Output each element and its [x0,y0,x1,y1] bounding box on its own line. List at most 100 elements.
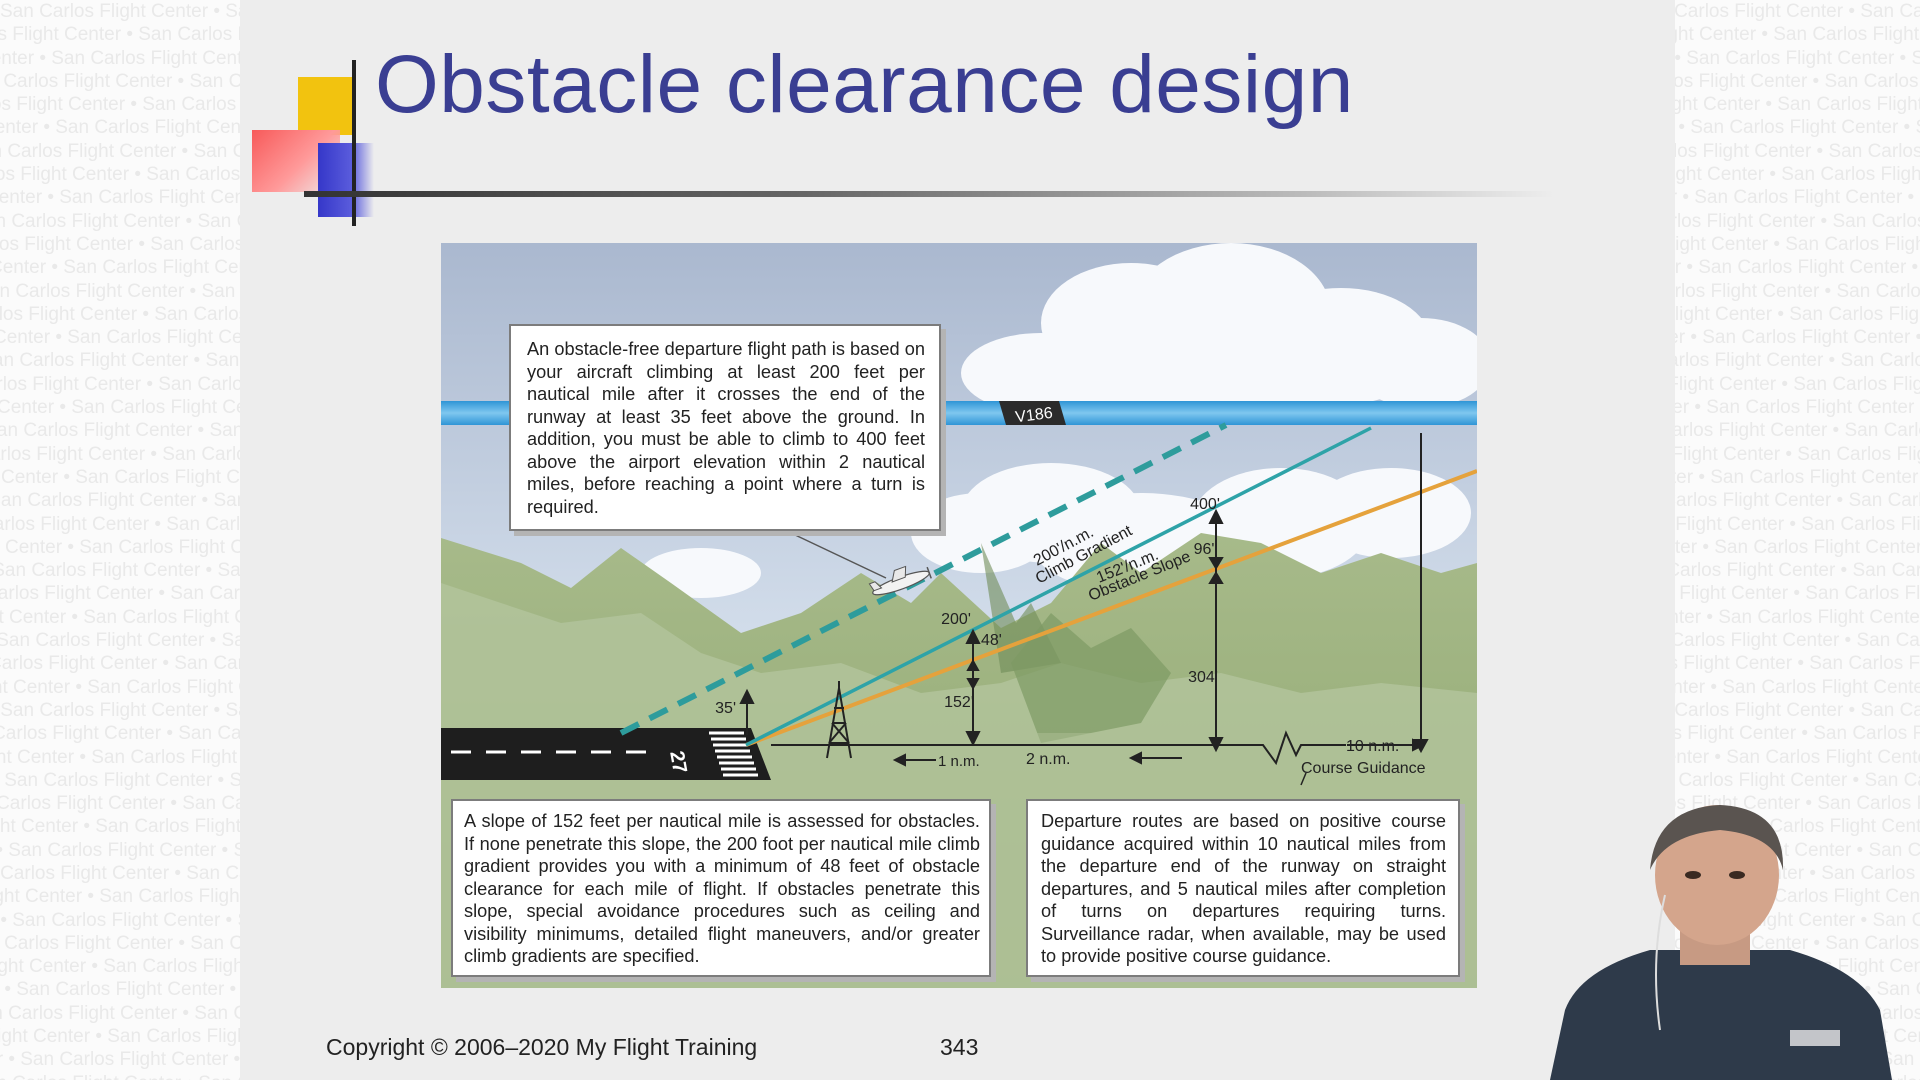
shirt-logo [1790,1030,1840,1046]
watermark-line: San Carlos Flight Center • San Carlos Fl… [1675,233,1920,255]
climb-gradient-line [745,426,1372,747]
title-underline [304,191,1554,197]
watermark-line: San Carlos Flight Center • San Carlos Fl… [0,536,240,558]
watermark-line: San Carlos Flight Center • San Carlos Fl… [0,164,240,186]
watermark-line: San Carlos Flight Center • San Carlos Fl… [0,653,240,675]
label-48ft: 48' [981,632,1002,649]
watermark-line: San Carlos Flight Center • San Carlos Fl… [0,1002,240,1024]
watermark-line: San Carlos Flight Center • San Carlos Fl… [0,490,240,512]
watermark-line: San Carlos Flight Center • San Carlos Fl… [0,886,240,908]
callout-leader [790,532,887,579]
watermark-line: San Carlos Flight Center • San Carlos Fl… [0,70,240,92]
presenter-eye-right [1729,871,1745,879]
watermark-line: San Carlos Flight Center • San Carlos Fl… [0,793,240,815]
watermark-line: San Carlos Flight Center • San Carlos Fl… [1675,420,1920,442]
watermark-line: San Carlos Flight Center • San Carlos Fl… [1675,164,1920,186]
watermark-line: San Carlos Flight Center • San Carlos Fl… [0,280,240,302]
watermark-line: San Carlos Flight Center • San Carlos Fl… [0,373,240,395]
watermark-line: San Carlos Flight Center • San Carlos Fl… [0,350,240,372]
watermark-line: San Carlos Flight Center • San Carlos Fl… [0,187,240,209]
watermark-line: San Carlos Flight Center • San Carlos Fl… [1675,606,1920,628]
slide: Obstacle clearance design [240,0,1675,1080]
runway-threshold [709,731,758,777]
watermark-line: San Carlos Flight Center • San Carlos Fl… [0,699,240,721]
watermark-line: San Carlos Flight Center • San Carlos Fl… [0,466,240,488]
callout-obstacle-free-path: An obstacle-free departure flight path i… [509,324,941,531]
departure-obstacle-figure: V186 [441,243,1477,988]
airway-label: V186 [1014,405,1053,426]
label-2nm: 2 n.m. [1026,751,1070,768]
watermark-line: San Carlos Flight Center • San Carlos Fl… [0,909,240,931]
decor-vertical-line [352,60,356,226]
watermark-line: San Carlos Flight Center • San Carlos Fl… [0,443,240,465]
watermark-line: San Carlos Flight Center • San Carlos Fl… [0,606,240,628]
watermark-line: San Carlos Flight Center • San Carlos Fl… [0,513,240,535]
label-152ft: 152' [944,694,974,711]
watermark-line: San Carlos Flight Center • San Carlos Fl… [1675,513,1920,535]
footer-copyright: Copyright © 2006–2020 My Flight Training [326,1034,758,1060]
watermark-line: San Carlos Flight Center • San Carlos Fl… [0,816,240,838]
watermark-line: San Carlos Flight Center • San Carlos Fl… [0,560,240,582]
watermark-line: San Carlos Flight Center • San Carlos Fl… [1675,70,1920,92]
watermark-line: San Carlos Flight Center • San Carlos Fl… [0,397,240,419]
watermark-line: San Carlos Flight Center • San Carlos Fl… [0,47,240,69]
watermark-line: San Carlos Flight Center • San Carlos Fl… [0,676,240,698]
watermark-line: San Carlos Flight Center • San Carlos Fl… [1675,327,1920,349]
watermark-line: San Carlos Flight Center • San Carlos Fl… [0,140,240,162]
watermark-line: San Carlos Flight Center • San Carlos Fl… [0,1072,240,1080]
watermark-line: San Carlos Flight Center • San Carlos Fl… [1675,560,1920,582]
watermark-line: San Carlos Flight Center • San Carlos Fl… [1675,653,1920,675]
watermark-line: San Carlos Flight Center • San Carlos Fl… [1675,1,1920,22]
label-200ft: 200' [941,611,971,628]
obstacle-tower-icon [826,681,852,759]
watermark-line: San Carlos Flight Center • San Carlos Fl… [1675,699,1920,721]
obstacle-slope-line [745,469,1477,747]
airway-tag [999,401,1066,425]
watermark-line: San Carlos Flight Center • San Carlos Fl… [1675,466,1920,488]
runway [441,728,771,780]
label-course-guidance: Course Guidance [1301,760,1426,777]
watermark-line: San Carlos Flight Center • San Carlos Fl… [0,932,240,954]
watermark-line: San Carlos Flight Center • San Carlos Fl… [0,1026,240,1048]
footer-page-number: 343 [940,1034,979,1060]
watermark-line: San Carlos Flight Center • San Carlos Fl… [0,769,240,791]
label-400ft: 400' [1190,496,1220,513]
decor-blue-square [318,143,374,217]
watermark-line: San Carlos Flight Center • San Carlos Fl… [1675,397,1920,419]
watermark-line: San Carlos Flight Center • San Carlos Fl… [1675,94,1920,116]
watermark-line: San Carlos Flight Center • San Carlos Fl… [0,746,240,768]
watermark-line: San Carlos Flight Center • San Carlos Fl… [1675,769,1920,791]
watermark-line: San Carlos Flight Center • San Carlos Fl… [1675,187,1920,209]
decor-yellow-square [298,77,356,135]
presenter-face [1655,805,1779,945]
watermark-line: San Carlos Flight Center • San Carlos Fl… [0,257,240,279]
watermark-line: San Carlos Flight Center • San Carlos Fl… [1675,350,1920,372]
watermark-line: San Carlos Flight Center • San Carlos Fl… [1675,303,1920,325]
watermark-line: San Carlos Flight Center • San Carlos Fl… [1675,140,1920,162]
watermark-line: San Carlos Flight Center • San Carlos Fl… [0,117,240,139]
watermark-line: San Carlos Flight Center • San Carlos Fl… [1675,490,1920,512]
mic-cable [1655,894,1666,1031]
watermark-line: San Carlos Flight Center • San Carlos Fl… [0,233,240,255]
watermark-line: San Carlos Flight Center • San Carlos Fl… [1675,443,1920,465]
watermark-line: San Carlos Flight Center • San Carlos Fl… [1675,746,1920,768]
watermark-line: San Carlos Flight Center • San Carlos Fl… [1675,117,1920,139]
presenter-hair [1650,805,1784,870]
presenter-video [1550,805,1892,1080]
watermark-line: San Carlos Flight Center • San Carlos Fl… [0,956,240,978]
watermark-line: San Carlos Flight Center • San Carlos Fl… [0,862,240,884]
presenter-eye-left [1685,871,1701,879]
slide-title: Obstacle clearance design [375,39,1354,130]
watermark-line: San Carlos Flight Center • San Carlos Fl… [1675,630,1920,652]
watermark-line: San Carlos Flight Center • San Carlos Fl… [0,723,240,745]
watermark-line: San Carlos Flight Center • San Carlos Fl… [1675,373,1920,395]
watermark-line: San Carlos Flight Center • San Carlos Fl… [0,210,240,232]
watermark-line: San Carlos Flight Center • San Carlos Fl… [0,1,240,22]
label-1nm: 1 n.m. [938,753,980,770]
watermark-line: San Carlos Flight Center • San Carlos Fl… [0,94,240,116]
label-304ft: 304' [1188,669,1218,686]
watermark-line: San Carlos Flight Center • San Carlos Fl… [0,327,240,349]
watermark-line: San Carlos Flight Center • San Carlos Fl… [0,24,240,46]
watermark-line: San Carlos Flight Center • San Carlos Fl… [1675,257,1920,279]
watermark-line: San Carlos Flight Center • San Carlos Fl… [0,303,240,325]
